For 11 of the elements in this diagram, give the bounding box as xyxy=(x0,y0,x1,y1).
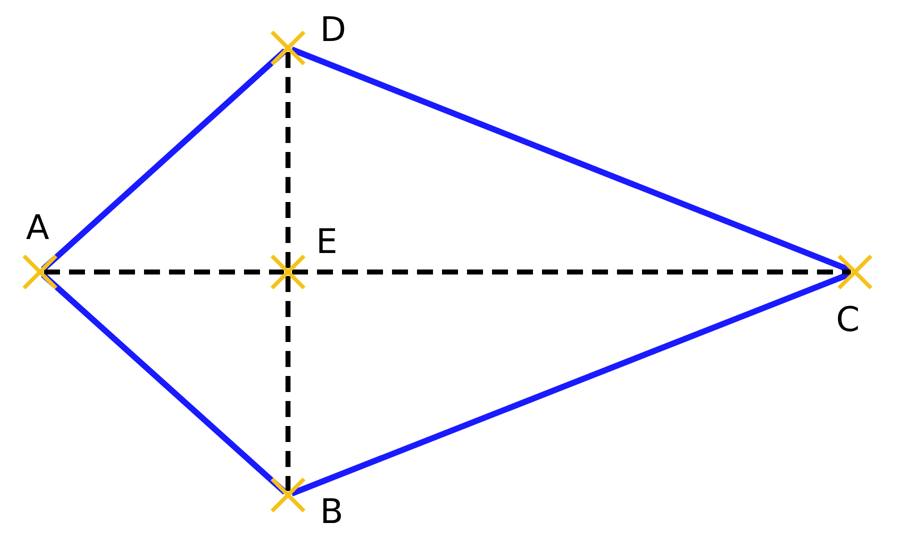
line-segment xyxy=(40,48,288,272)
point-label: D xyxy=(320,12,346,48)
dashed-line xyxy=(44,270,284,274)
point-label: B xyxy=(320,494,344,530)
dashed-line xyxy=(286,52,290,268)
point-label: A xyxy=(26,210,50,246)
dashed-line xyxy=(292,270,851,274)
point-label: E xyxy=(316,224,338,260)
dashed-line xyxy=(286,276,290,491)
point-label: C xyxy=(836,302,860,338)
line-segment xyxy=(40,272,288,495)
